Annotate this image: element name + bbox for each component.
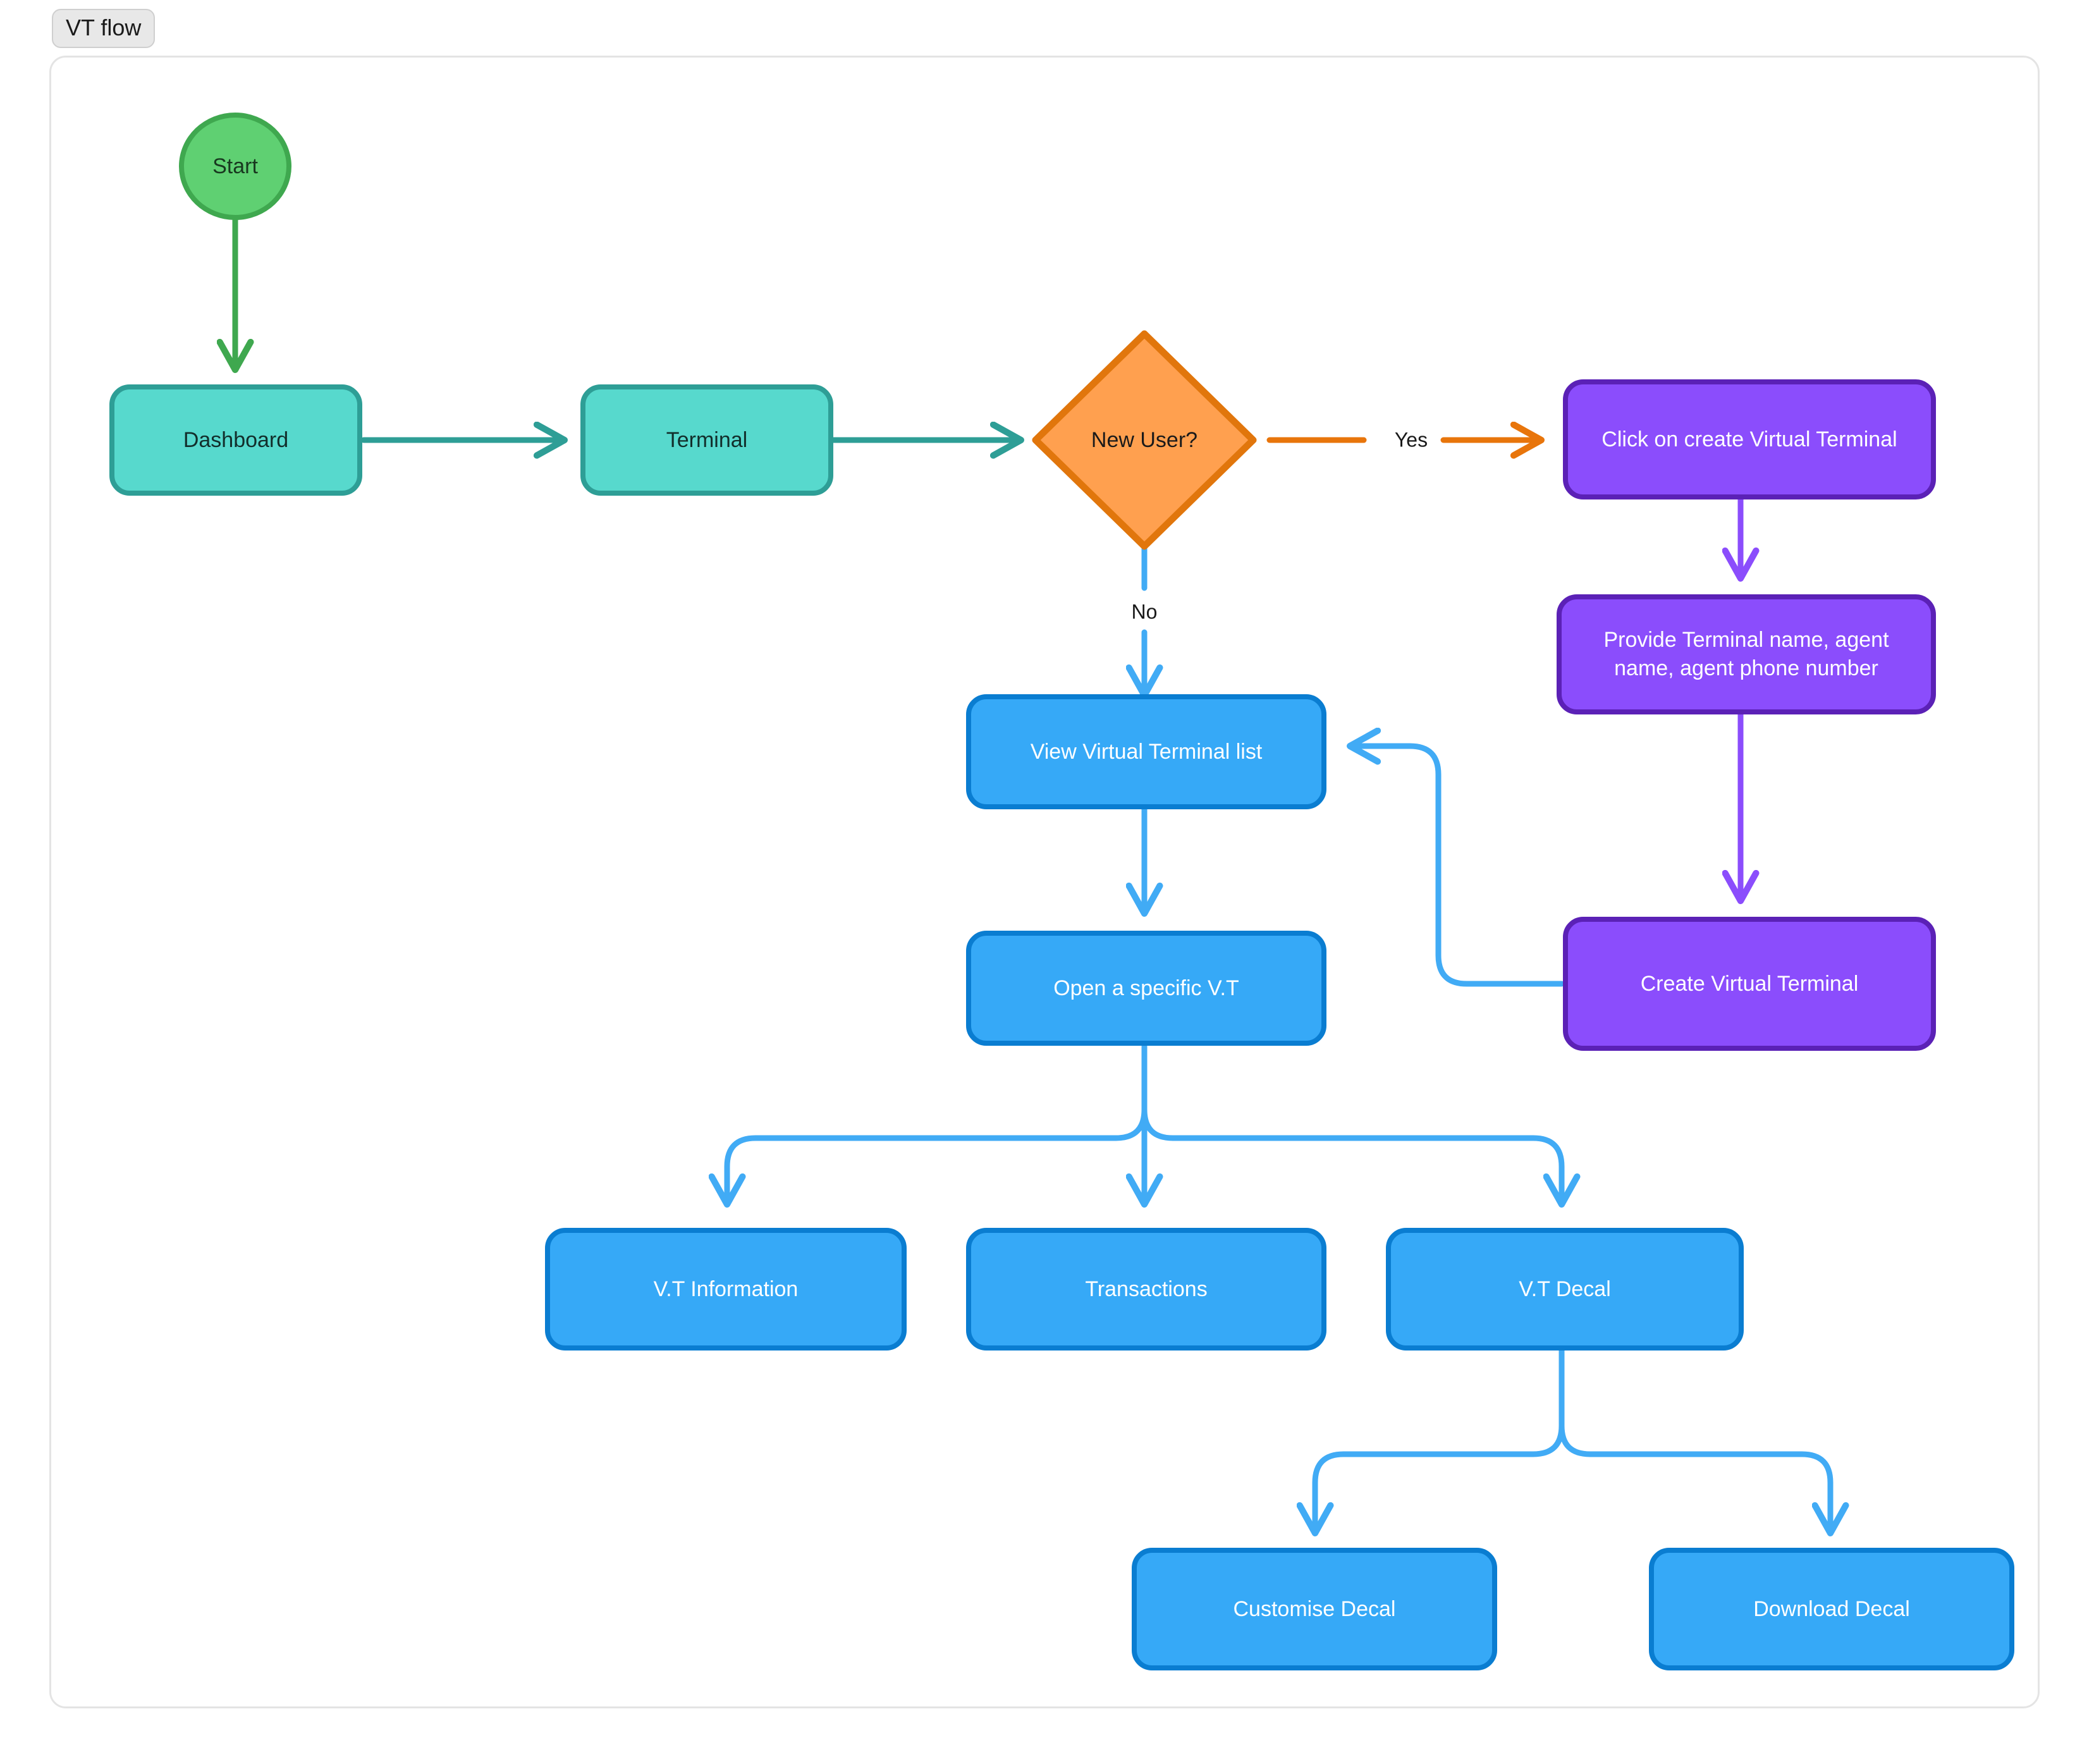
node-vt-decal-label: V.T Decal	[1519, 1277, 1611, 1301]
node-terminal[interactable]: Terminal	[580, 384, 833, 496]
node-transactions-label: Transactions	[1085, 1277, 1208, 1301]
node-customise-decal-label: Customise Decal	[1233, 1596, 1396, 1621]
node-start-label: Start	[212, 154, 258, 178]
node-terminal-label: Terminal	[666, 427, 748, 452]
edge-label-yes: Yes	[1388, 427, 1435, 453]
node-click-create-virtual-terminal[interactable]: Click on create Virtual Terminal	[1563, 379, 1936, 499]
node-open-vt-label: Open a specific V.T	[1053, 976, 1239, 1000]
node-download-decal[interactable]: Download Decal	[1649, 1548, 2014, 1670]
node-provide-label: Provide Terminal name, agent name, agent…	[1603, 628, 1889, 680]
node-download-decal-label: Download Decal	[1753, 1596, 1910, 1621]
node-create-virtual-terminal[interactable]: Create Virtual Terminal	[1563, 917, 1936, 1051]
node-dashboard[interactable]: Dashboard	[109, 384, 362, 496]
node-provide-terminal-details[interactable]: Provide Terminal name, agent name, agent…	[1557, 594, 1936, 714]
node-new-user-decision[interactable]: New User?	[1032, 330, 1257, 550]
node-new-user-label: New User?	[1091, 427, 1198, 452]
node-create-vt-label: Create Virtual Terminal	[1640, 971, 1859, 996]
node-view-virtual-terminal-list[interactable]: View Virtual Terminal list	[966, 694, 1326, 809]
node-dashboard-label: Dashboard	[183, 427, 289, 452]
node-open-specific-vt[interactable]: Open a specific V.T	[966, 931, 1326, 1046]
node-customise-decal[interactable]: Customise Decal	[1132, 1548, 1497, 1670]
diagram-title-pill[interactable]: VT flow	[52, 9, 156, 48]
node-vt-decal[interactable]: V.T Decal	[1386, 1228, 1744, 1351]
node-view-list-label: View Virtual Terminal list	[1030, 739, 1263, 764]
node-start[interactable]: Start	[179, 113, 291, 220]
node-vt-information-label: V.T Information	[653, 1277, 799, 1301]
node-click-create-label: Click on create Virtual Terminal	[1601, 427, 1897, 451]
diagram-frame	[49, 56, 2040, 1708]
edge-label-no: No	[1125, 599, 1164, 625]
node-transactions[interactable]: Transactions	[966, 1228, 1326, 1351]
node-vt-information[interactable]: V.T Information	[545, 1228, 907, 1351]
